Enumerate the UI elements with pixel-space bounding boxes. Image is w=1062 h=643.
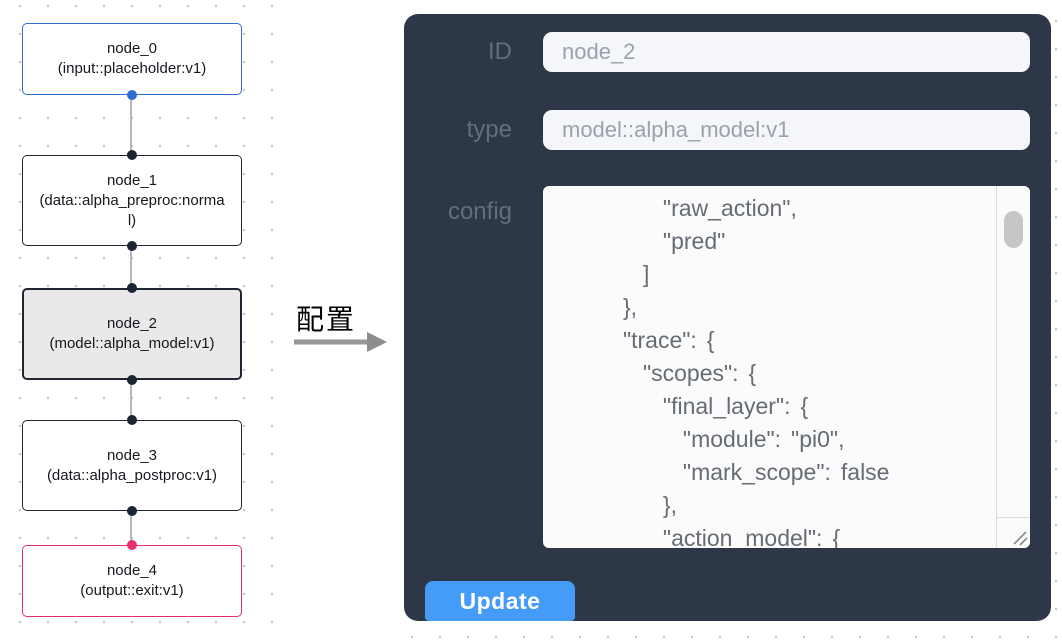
annotation-config-label: 配置 [296,304,357,335]
node-subtitle: (output::exit:v1) [80,582,184,599]
node-title: node_0 [106,40,158,57]
node-title: node_2 [106,315,158,332]
node-node_1[interactable]: node_1 (data::alpha_preproc:normal) [22,155,242,246]
port-node_1-output[interactable] [127,241,137,251]
id-input[interactable] [543,32,1030,72]
config-json-text: "raw_action", "pred" ] }, "trace": { "sc… [622,195,890,548]
panel-canvas-background: ID type config "raw_action", "pred" ] },… [393,0,1062,643]
type-field-label: type [466,116,512,143]
type-input[interactable] [543,110,1030,150]
port-node_3-input[interactable] [127,415,137,425]
node-config-panel: ID type config "raw_action", "pred" ] },… [404,14,1051,621]
update-button[interactable]: Update [425,581,575,621]
config-textarea[interactable]: "raw_action", "pred" ] }, "trace": { "sc… [543,186,1030,548]
node-node_0[interactable]: node_0 (input::placeholder:v1) [22,23,242,95]
port-node_4-input[interactable] [127,540,137,550]
port-node_3-output[interactable] [127,506,137,516]
resize-grip-icon [1013,531,1028,546]
config-field-row: config "raw_action", "pred" ] }, "trace"… [404,186,1030,548]
config-resize-corner[interactable] [996,517,1030,548]
arrow-right-icon [294,332,387,352]
node-title: node_4 [106,562,158,579]
node-subtitle: (data::alpha_postproc:v1) [46,466,218,484]
node-node_3[interactable]: node_3 (data::alpha_postproc:v1) [22,420,242,511]
id-field-label: ID [488,38,512,65]
node-node_4[interactable]: node_4 (output::exit:v1) [22,545,242,617]
config-scrollbar-track[interactable] [996,186,1030,548]
node-node_2[interactable]: node_2 (model::alpha_model:v1) [22,288,242,380]
node-subtitle: (data::alpha_preproc:normal) [39,191,225,229]
node-subtitle: (model::alpha_model:v1) [49,335,215,352]
port-node_2-output[interactable] [127,375,137,385]
node-title: node_3 [106,446,158,464]
id-field-row: ID [404,32,1030,72]
config-scrollbar-thumb[interactable] [1004,211,1023,248]
config-field-label: config [447,198,512,225]
port-node_1-input[interactable] [127,150,137,160]
port-node_2-input[interactable] [127,283,137,293]
node-title: node_1 [106,171,158,189]
graph-canvas: node_0 (input::placeholder:v1) node_1 (d… [0,0,295,643]
node-subtitle: (input::placeholder:v1) [57,60,207,77]
port-node_0-output[interactable] [127,90,137,100]
type-field-row: type [404,110,1030,150]
